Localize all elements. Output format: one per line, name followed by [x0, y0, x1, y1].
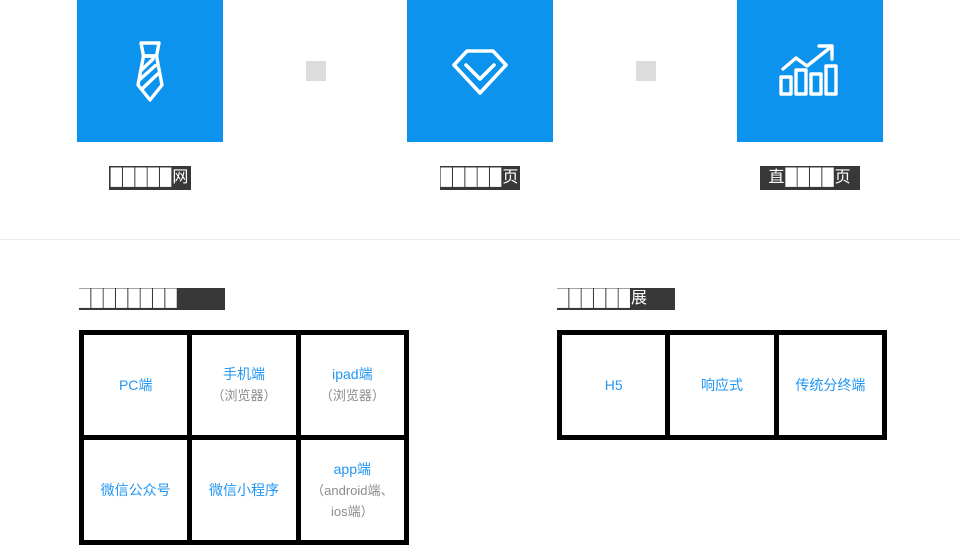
grid-cell[interactable]: ipad端 （浏览器）	[300, 335, 404, 435]
grid-cell[interactable]: 微信公众号	[84, 440, 188, 540]
grid-cell[interactable]: 响应式	[670, 335, 774, 435]
terminal-grid: PC端 手机端 （浏览器） ipad端 （浏览器） 微信公众号 微信小程序 ap…	[79, 330, 409, 545]
feature-tile-1[interactable]	[77, 0, 223, 142]
section-heading-terminals: ████████	[79, 288, 225, 310]
feature-caption-2: █████页	[440, 166, 520, 190]
grid-cell[interactable]: H5	[562, 335, 666, 435]
feature-tile-3[interactable]	[737, 0, 883, 142]
divider-square-icon-1	[306, 61, 326, 81]
grid-cell-label: 微信公众号	[100, 481, 171, 498]
divider-square-icon-2	[636, 61, 656, 81]
grid-cell[interactable]: app端 （android端、ios端）	[300, 440, 404, 540]
grid-cell-label: H5	[604, 376, 623, 393]
grid-cell-label: app端	[333, 460, 371, 477]
grid-cell[interactable]: 微信小程序	[192, 440, 296, 540]
necktie-icon	[122, 35, 178, 107]
grid-cell-label: PC端	[118, 376, 153, 393]
grid-cell[interactable]: 手机端 （浏览器）	[192, 335, 296, 435]
grid-cell[interactable]: 传统分终端	[778, 335, 882, 435]
grid-cell-label: 微信小程序	[208, 481, 279, 498]
feature-item-3[interactable]: 直████页	[737, 0, 883, 190]
feature-strip: █████网 █████页	[0, 0, 960, 240]
section-terminals: ████████ PC端 手机端 （浏览器） ipad端 （浏览器） 微信公众号…	[79, 288, 409, 545]
grid-cell-label: 响应式	[700, 376, 743, 393]
feature-caption-1: █████网	[109, 166, 191, 190]
grid-cell-sublabel: （浏览器）	[211, 388, 277, 403]
grid-cell-label: 传统分终端	[795, 376, 866, 393]
feature-caption-3: 直████页	[760, 166, 860, 190]
growth-bar-chart-icon	[775, 39, 845, 103]
section-divider	[0, 239, 960, 240]
feature-item-2[interactable]: █████页	[407, 0, 553, 190]
grid-cell-sublabel: （浏览器）	[319, 388, 385, 403]
feature-tile-2[interactable]	[407, 0, 553, 142]
display-mode-grid: H5 响应式 传统分终端	[557, 330, 887, 440]
section-heading-display-modes: ██████展	[557, 288, 675, 310]
feature-item-1[interactable]: █████网	[77, 0, 223, 190]
section-display-modes: ██████展 H5 响应式 传统分终端	[557, 288, 887, 440]
grid-cell-label: ipad端	[332, 366, 373, 382]
grid-cell[interactable]: PC端	[84, 335, 188, 435]
grid-cell-label: 手机端	[222, 366, 265, 382]
diamond-gem-icon	[447, 41, 513, 101]
grid-cell-sublabel: （android端、ios端）	[311, 482, 394, 519]
